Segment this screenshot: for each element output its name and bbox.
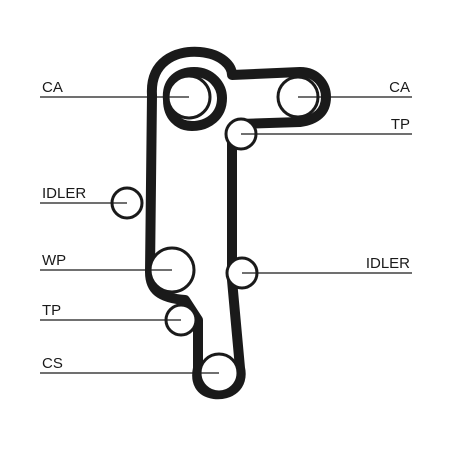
- label-cam-left: CA: [42, 79, 63, 96]
- label-crankshaft: CS: [42, 355, 63, 372]
- label-cam-right: CA: [389, 79, 410, 96]
- label-tensioner-upper: TP: [391, 116, 410, 133]
- label-water-pump: WP: [42, 252, 66, 269]
- timing-belt-inner-wrap: [162, 67, 227, 131]
- label-idler-left: IDLER: [42, 185, 86, 202]
- label-tensioner-lower: TP: [42, 302, 61, 319]
- label-idler-right: IDLER: [366, 255, 410, 272]
- timing-belt: [145, 46, 331, 400]
